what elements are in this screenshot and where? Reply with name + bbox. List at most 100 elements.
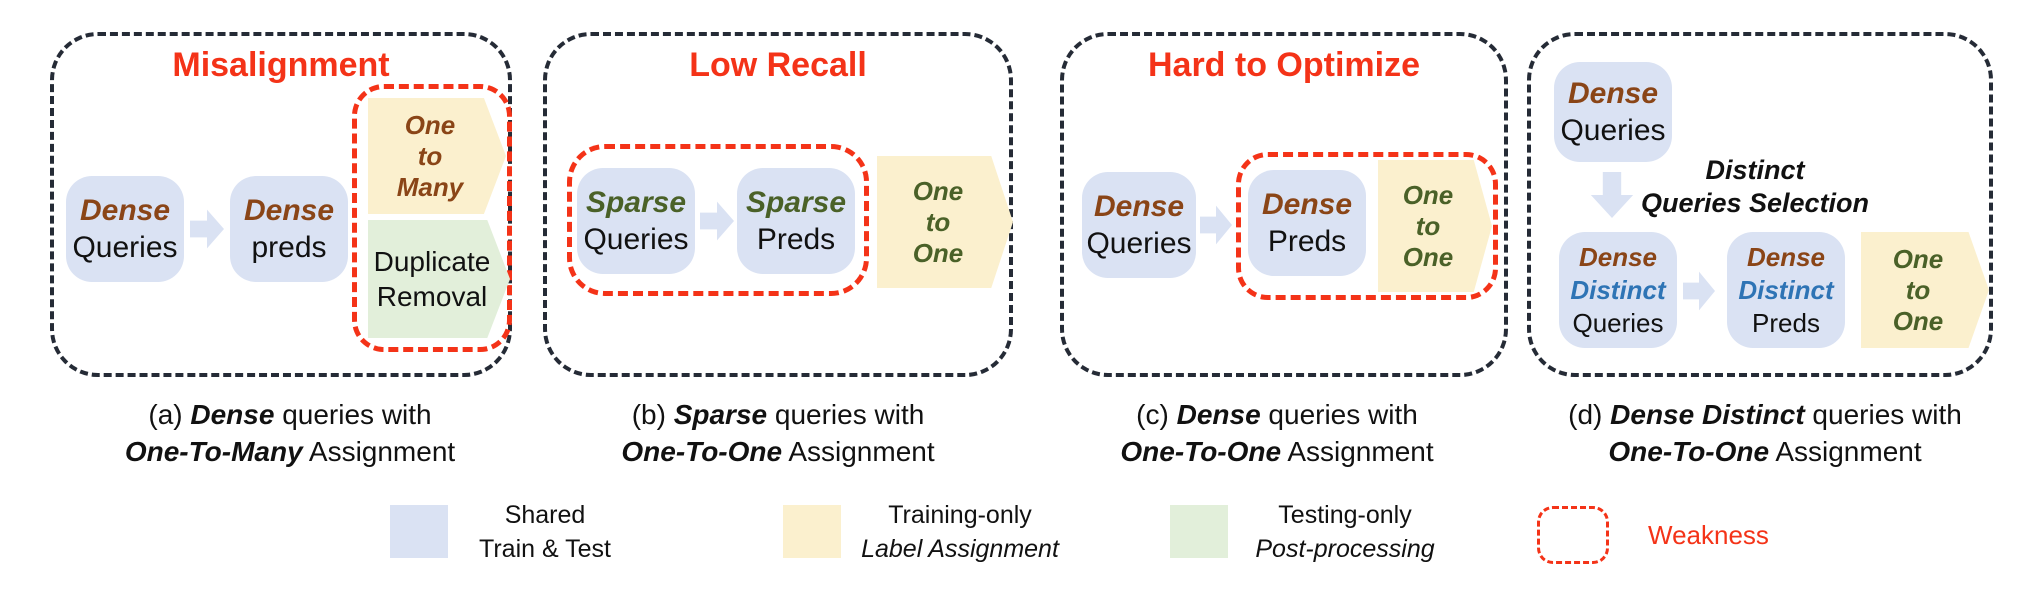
weakness-outline-c bbox=[1236, 152, 1498, 300]
dense-distinct-queries-box: Dense Distinct Queries bbox=[1559, 232, 1677, 348]
pent-line: to bbox=[925, 206, 951, 237]
caption-text: (d) bbox=[1568, 399, 1611, 430]
right-arrow-icon bbox=[1683, 271, 1715, 311]
legend-line: Train & Test bbox=[479, 535, 611, 563]
caption-text: (b) bbox=[631, 399, 674, 430]
caption-a: (a) Dense queries with One-To-Many Assig… bbox=[60, 396, 520, 470]
caption-text: (c) bbox=[1136, 399, 1177, 430]
box-keyword: Sparse bbox=[745, 186, 847, 219]
caption-text: Assignment bbox=[1281, 436, 1434, 467]
dense-preds-box: Dense Preds bbox=[1248, 170, 1366, 276]
duplicate-removal-shape: Duplicate Removal bbox=[368, 220, 510, 338]
dense-queries-box: Dense Queries bbox=[1082, 172, 1196, 278]
box-keyword: Dense bbox=[1578, 241, 1658, 272]
caption-text: Assignment bbox=[782, 436, 935, 467]
caption-line: (c) Dense queries with bbox=[1057, 396, 1497, 433]
box-label: Preds bbox=[1267, 225, 1347, 258]
box-label: Queries bbox=[1572, 307, 1664, 338]
box-keyword: Sparse bbox=[585, 186, 687, 219]
box-keyword: Dense bbox=[79, 194, 171, 227]
box-label: Preds bbox=[1752, 307, 1820, 338]
legend-training-only-label: Training-only Label Assignment bbox=[850, 498, 1070, 566]
pent-line: to bbox=[417, 140, 443, 171]
caption-b: (b) Sparse queries with One-To-One Assig… bbox=[553, 396, 1003, 470]
one-to-one-assignment-shape: One to One bbox=[1378, 160, 1492, 292]
pent-line: One bbox=[1892, 305, 1944, 336]
right-arrow-icon bbox=[190, 209, 224, 249]
box-label: Queries bbox=[72, 231, 178, 264]
box-keyword: Dense bbox=[1093, 190, 1185, 223]
caption-text: queries with bbox=[1260, 399, 1418, 430]
pent-line: One bbox=[1402, 241, 1454, 272]
caption-text: (a) bbox=[148, 399, 191, 430]
panel-a: Misalignment Dense Queries Dense preds O… bbox=[50, 32, 512, 377]
legend-weakness-label: Weakness bbox=[1648, 520, 1769, 550]
legend-weakness-outline bbox=[1537, 506, 1609, 564]
pent-line: Duplicate bbox=[373, 246, 491, 277]
one-to-one-assignment-shape: One to One bbox=[1861, 232, 1989, 348]
legend-shared-label: Shared Train & Test bbox=[455, 498, 635, 566]
caption-text: Assignment bbox=[1769, 436, 1922, 467]
right-arrow-icon bbox=[1200, 205, 1232, 245]
legend-testing-only-label: Testing-only Post-processing bbox=[1235, 498, 1455, 566]
legend-testing-only-swatch bbox=[1170, 505, 1228, 558]
dense-queries-box: Dense Queries bbox=[1554, 62, 1672, 162]
dense-preds-box: Dense preds bbox=[230, 176, 348, 282]
caption-text: queries with bbox=[274, 399, 432, 430]
box-keyword: Dense bbox=[1261, 188, 1353, 221]
caption-c: (c) Dense queries with One-To-One Assign… bbox=[1057, 396, 1497, 470]
weakness-outline-b bbox=[567, 144, 869, 296]
sparse-preds-box: Sparse Preds bbox=[737, 168, 855, 274]
selection-label-line: Queries Selection bbox=[1640, 188, 1870, 218]
box-label: Preds bbox=[756, 223, 836, 256]
caption-d: (d) Dense Distinct queries with One-To-O… bbox=[1530, 396, 2000, 470]
panel-b-weakness-title: Low Recall bbox=[689, 46, 867, 84]
box-label: Queries bbox=[1560, 114, 1666, 147]
legend-line: Post-processing bbox=[1255, 535, 1435, 563]
caption-keyword: One-To-One bbox=[1120, 436, 1282, 467]
caption-keyword: One-To-One bbox=[621, 436, 783, 467]
panel-c-weakness-title: Hard to Optimize bbox=[1147, 46, 1421, 84]
distinct-queries-selection-label: Distinct Queries Selection bbox=[1635, 154, 1875, 220]
pent-line: One bbox=[912, 237, 964, 268]
legend-line: Training-only bbox=[888, 501, 1032, 529]
sparse-queries-box: Sparse Queries bbox=[577, 168, 695, 274]
box-keyword: Distinct bbox=[1570, 274, 1666, 305]
caption-keyword: Sparse bbox=[673, 399, 768, 430]
box-label: preds bbox=[251, 231, 327, 264]
caption-keyword: Dense Distinct bbox=[1610, 399, 1805, 430]
caption-text: Assignment bbox=[302, 436, 456, 467]
legend-training-only-swatch bbox=[783, 505, 841, 558]
caption-text: queries with bbox=[1804, 399, 1962, 430]
caption-keyword: Dense bbox=[1176, 399, 1261, 430]
legend-line: Testing-only bbox=[1278, 501, 1412, 529]
caption-line: (b) Sparse queries with bbox=[553, 396, 1003, 433]
box-label: Queries bbox=[1086, 227, 1192, 260]
pent-line: One bbox=[1402, 179, 1454, 210]
legend-shared-swatch bbox=[390, 505, 448, 558]
legend-line: Label Assignment bbox=[861, 535, 1059, 563]
box-keyword: Dense bbox=[1746, 241, 1826, 272]
one-to-many-assignment-shape: One to Many bbox=[368, 98, 506, 214]
panel-a-weakness-title: Misalignment bbox=[172, 46, 390, 84]
legend-line: Shared bbox=[504, 501, 586, 529]
box-keyword: Dense bbox=[1567, 77, 1659, 110]
caption-line: (d) Dense Distinct queries with bbox=[1530, 396, 2000, 433]
dense-queries-box: Dense Queries bbox=[66, 176, 184, 282]
selection-label-line: Distinct bbox=[1705, 155, 1805, 185]
pent-line: One bbox=[404, 109, 456, 140]
dense-distinct-preds-box: Dense Distinct Preds bbox=[1727, 232, 1845, 348]
box-label: Queries bbox=[583, 223, 689, 256]
pent-line: One bbox=[1892, 243, 1944, 274]
down-arrow-icon bbox=[1590, 172, 1634, 218]
caption-line: One-To-One Assignment bbox=[553, 433, 1003, 470]
one-to-one-assignment-shape: One to One bbox=[877, 156, 1013, 288]
pent-line: to bbox=[1905, 274, 1931, 305]
caption-keyword: One-To-Many bbox=[124, 436, 303, 467]
panel-b: Low Recall Sparse Queries Sparse Preds O… bbox=[543, 32, 1013, 377]
pent-line: Many bbox=[396, 171, 464, 202]
pent-line: One bbox=[912, 175, 964, 206]
caption-keyword: Dense bbox=[190, 399, 275, 430]
caption-line: One-To-Many Assignment bbox=[60, 433, 520, 470]
